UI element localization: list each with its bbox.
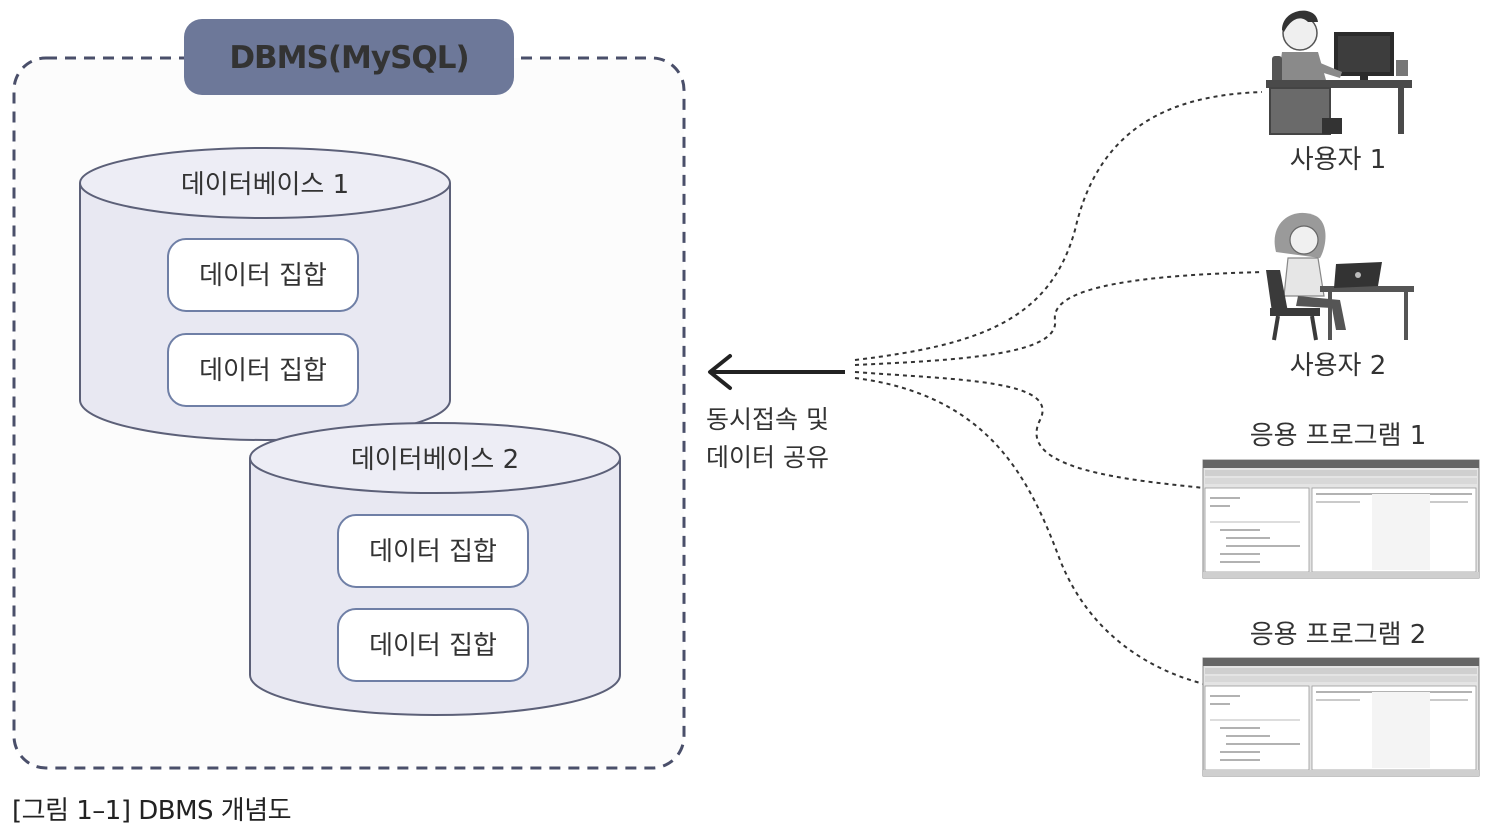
connection-line-app2	[854, 377, 1205, 685]
database-2: 데이터베이스 2 데이터 집합 데이터 집합	[249, 422, 621, 716]
dbms-title: DBMS(MySQL)	[229, 40, 468, 76]
connection-line-app1	[854, 371, 1205, 489]
database-1-top	[79, 147, 451, 219]
data-set-box	[167, 238, 359, 312]
access-arrow	[708, 354, 845, 390]
app-2-window	[1202, 657, 1480, 777]
data-set-box	[337, 514, 529, 588]
figure-caption: [그림 1–1] DBMS 개념도	[12, 796, 292, 826]
data-set-label: 데이터 집합	[369, 537, 497, 567]
data-set-label: 데이터 집합	[369, 631, 497, 661]
connection-label-line1: 동시접속 및	[706, 405, 829, 434]
database-1: 데이터베이스 1 데이터 집합 데이터 집합	[79, 147, 451, 441]
app-2-label: 응용 프로그램 2	[1250, 620, 1427, 650]
data-set-box	[337, 608, 529, 682]
user-2-label: 사용자 2	[1290, 351, 1387, 381]
connection-label-line2: 데이터 공유	[706, 443, 829, 472]
data-set-box	[167, 333, 359, 407]
connection-line-user2	[854, 271, 1263, 366]
data-set-label: 데이터 집합	[199, 356, 327, 386]
app-1-window	[1202, 459, 1480, 579]
connection-lines	[854, 91, 1263, 685]
connection-line-user1	[854, 91, 1263, 361]
database-1-label: 데이터베이스 1	[181, 170, 349, 200]
dbms-title-badge	[184, 19, 514, 95]
database-2-label: 데이터베이스 2	[351, 445, 519, 475]
user-1-label: 사용자 1	[1290, 145, 1387, 175]
user-2-illustration	[1266, 212, 1414, 341]
user-1-illustration	[1266, 10, 1412, 135]
data-set-label: 데이터 집합	[199, 261, 327, 291]
app-1-label: 응용 프로그램 1	[1250, 421, 1427, 451]
database-2-top	[249, 422, 621, 494]
